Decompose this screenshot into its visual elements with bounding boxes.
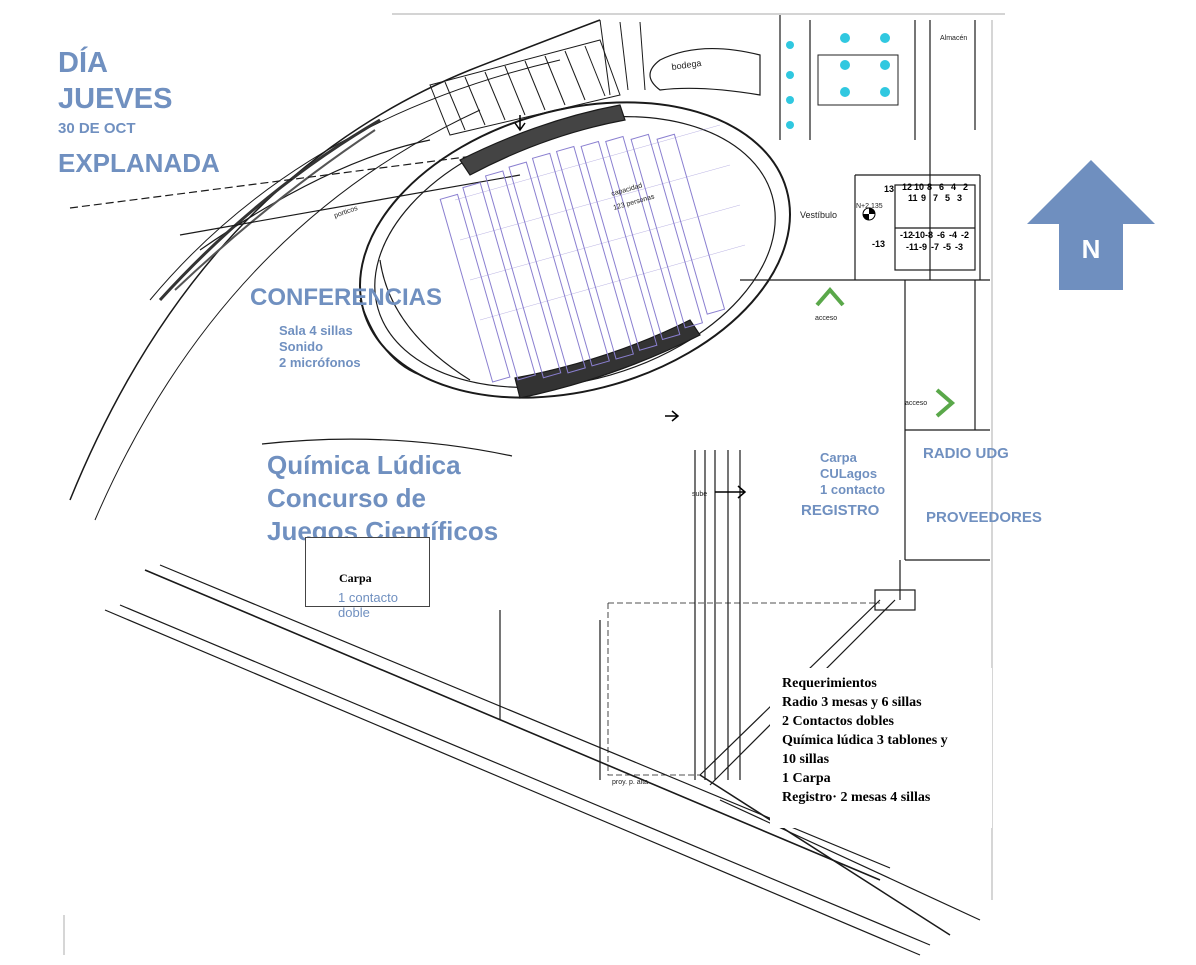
requirement-item: 1 Carpa <box>782 771 831 786</box>
requirement-item: Registro· 2 mesas 4 sillas <box>782 790 931 805</box>
capacidad-label: capacidad <box>611 182 644 198</box>
carpa-box <box>305 537 430 607</box>
acceso-label: acceso <box>815 315 837 322</box>
carpa-box-details: 1 contacto doble <box>338 590 398 620</box>
carpa-culagos-line: Carpa <box>820 450 857 465</box>
svg-text:9: 9 <box>921 193 926 203</box>
svg-text:12: 12 <box>902 182 912 192</box>
svg-text:-13: -13 <box>872 239 885 249</box>
carpa-culagos-line: 1 contacto <box>820 482 886 497</box>
quimica-zone-label: Química Lúdica Concurso de Juegos Cientí… <box>267 449 498 548</box>
svg-text:2: 2 <box>963 182 968 192</box>
svg-text:6: 6 <box>939 182 944 192</box>
svg-text:-12: -12 <box>900 230 913 240</box>
requirements-title: Requerimientos <box>782 676 877 691</box>
svg-text:-7: -7 <box>931 242 939 252</box>
conferencias-details: Sala 4 sillas Sonido 2 micrófonos <box>279 323 361 371</box>
requirement-item: 2 Contactos dobles <box>782 714 895 729</box>
north-arrow-icon <box>1027 160 1155 290</box>
carpa-box-line: doble <box>338 605 370 620</box>
requirement-item: 10 sillas <box>782 752 830 767</box>
stair-numbers-top: 13 12 10 8 6 4 2 11 9 7 5 3 <box>884 182 968 203</box>
north-arrow-letter: N <box>1081 234 1101 264</box>
carpa-culagos-line: CULagos <box>820 466 878 481</box>
bodega-label: bodega <box>671 58 702 72</box>
svg-text:3: 3 <box>957 193 962 203</box>
quimica-line: Química Lúdica <box>267 450 461 480</box>
stair-numbers-bottom: -13 -12 -10 -8 -6 -4 -2 -11 -9 -7 -5 -3 <box>872 230 969 252</box>
conferencias-detail: 2 micrófonos <box>279 355 361 370</box>
date-label: 30 DE OCT <box>58 120 136 137</box>
acceso-label-2: acceso <box>905 400 927 407</box>
svg-text:7: 7 <box>933 193 938 203</box>
day-name-label: JUEVES <box>58 83 173 115</box>
svg-text:-5: -5 <box>943 242 951 252</box>
vestibulo-label: Vestíbulo <box>800 210 837 220</box>
quimica-line: Concurso de <box>267 483 426 513</box>
proyeccion-label: proy. p. alta <box>612 779 648 786</box>
access-arrow-icon <box>935 388 956 418</box>
proveedores-label: PROVEEDORES <box>926 509 1042 526</box>
radio-udg-label: RADIO UDG <box>923 445 1009 462</box>
svg-text:-11: -11 <box>906 242 919 252</box>
svg-text:10: 10 <box>914 182 924 192</box>
svg-text:11: 11 <box>908 193 918 203</box>
requirements-box <box>770 668 992 828</box>
requirement-item: Química lúdica 3 tablones y <box>782 733 948 748</box>
carpa-culagos-label: Carpa CULagos 1 contacto <box>820 450 885 498</box>
svg-text:-3: -3 <box>955 242 963 252</box>
nivel-label: N+2.135 <box>856 203 883 210</box>
registro-label: REGISTRO <box>801 502 880 519</box>
svg-text:-2: -2 <box>961 230 969 240</box>
carpa-box-line: 1 contacto <box>338 590 398 605</box>
svg-text:-4: -4 <box>949 230 957 240</box>
svg-text:-10: -10 <box>912 230 925 240</box>
svg-text:-8: -8 <box>925 230 933 240</box>
day-label: DÍA <box>58 47 108 79</box>
location-label: EXPLANADA <box>58 148 220 178</box>
svg-text:4: 4 <box>951 182 956 192</box>
conferencias-detail: Sonido <box>279 339 324 354</box>
svg-text:-9: -9 <box>919 242 927 252</box>
requirement-item: Radio 3 mesas y 6 sillas <box>782 695 922 710</box>
carpa-box-title: Carpa <box>339 571 372 585</box>
almacen-label: Almacén <box>940 35 967 42</box>
sube-label: sube <box>692 491 707 498</box>
access-arrow-icon <box>815 286 845 307</box>
requirements-list: Requerimientos Radio 3 mesas y 6 sillas … <box>782 674 948 807</box>
svg-text:13: 13 <box>884 184 894 194</box>
svg-text:-6: -6 <box>937 230 945 240</box>
svg-text:8: 8 <box>927 182 932 192</box>
svg-text:5: 5 <box>945 193 950 203</box>
conferencias-title: CONFERENCIAS <box>250 284 443 311</box>
conferencias-detail: Sala 4 sillas <box>279 323 353 338</box>
